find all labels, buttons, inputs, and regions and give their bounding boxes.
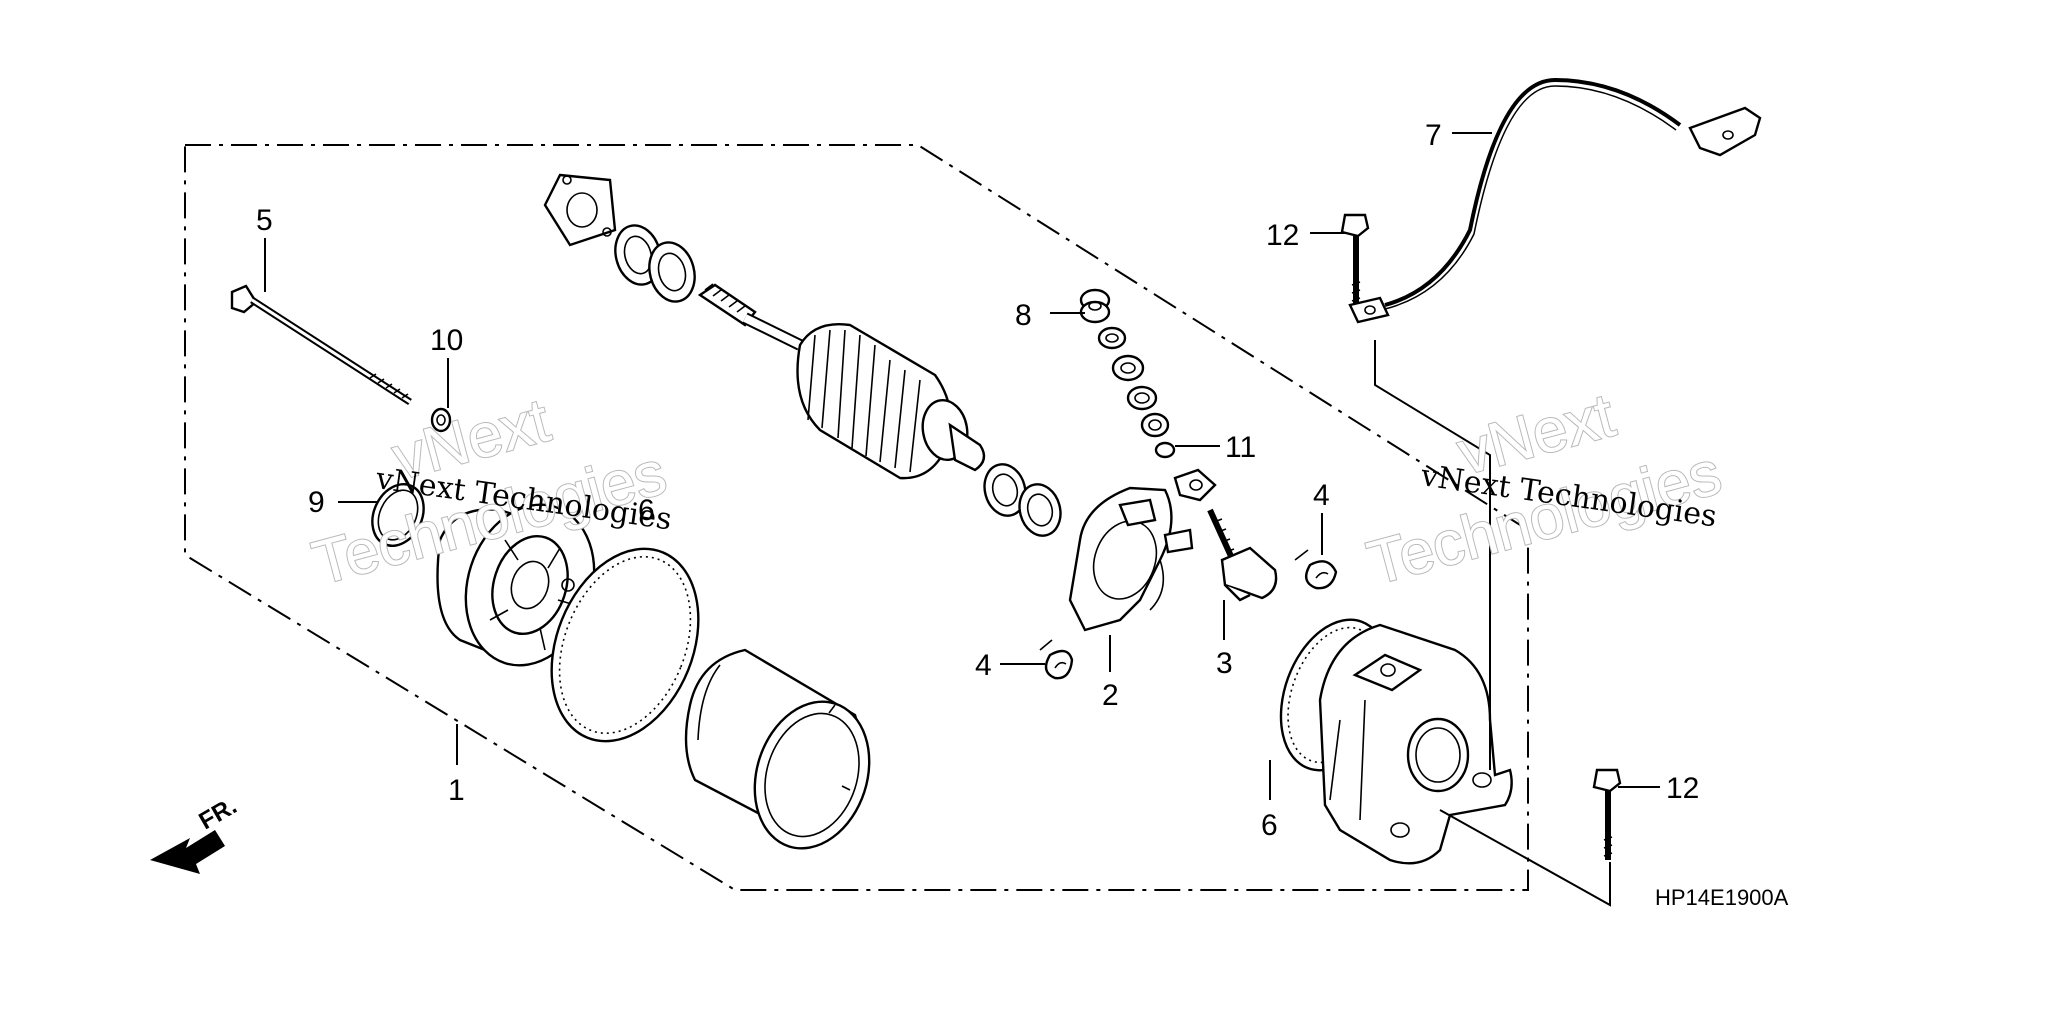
callout-11: 11 bbox=[1225, 431, 1256, 464]
part-9-o-ring[interactable] bbox=[363, 476, 434, 554]
armature-washers-top[interactable] bbox=[609, 220, 701, 306]
leader-lines bbox=[264, 132, 1660, 907]
part-8-washer-stack[interactable] bbox=[1079, 288, 1170, 438]
callout-10: 10 bbox=[430, 324, 463, 357]
callout-12-lower: 12 bbox=[1666, 772, 1699, 805]
part-4-spring-upper[interactable] bbox=[1294, 549, 1338, 590]
callout-5: 5 bbox=[256, 204, 273, 237]
callout-6-right: 6 bbox=[1261, 809, 1278, 842]
callout-2: 2 bbox=[1102, 679, 1119, 712]
watermark-right: vNext Technologies vNext Technologies bbox=[1360, 380, 1729, 600]
rear-cover-housing[interactable] bbox=[1318, 623, 1513, 865]
callout-3: 3 bbox=[1216, 647, 1233, 680]
motor-yoke[interactable] bbox=[684, 648, 887, 863]
part-1-front-cover[interactable] bbox=[436, 488, 615, 682]
front-direction-arrow: FR. bbox=[150, 792, 241, 874]
callout-7: 7 bbox=[1425, 119, 1442, 152]
part-7-starter-cable[interactable] bbox=[1348, 77, 1762, 324]
assembly-boundary bbox=[184, 144, 1529, 891]
armature-plate[interactable] bbox=[543, 173, 617, 247]
part-2-brush-holder[interactable] bbox=[1068, 486, 1194, 632]
part-6-gasket-left[interactable] bbox=[524, 527, 725, 763]
front-arrow-label: FR. bbox=[195, 792, 242, 835]
part-10-washer[interactable] bbox=[430, 407, 452, 433]
part-12-bolt-upper[interactable] bbox=[1340, 213, 1370, 305]
armature[interactable] bbox=[697, 283, 986, 480]
callout-4-lower: 4 bbox=[975, 649, 992, 682]
callout-9: 9 bbox=[308, 486, 325, 519]
callout-4-upper: 4 bbox=[1313, 479, 1330, 512]
callout-labels: 1 2 3 4 4 5 6 6 7 8 9 10 11 12 12 bbox=[256, 119, 1699, 842]
part-4-spring-lower[interactable] bbox=[1039, 639, 1074, 680]
callout-8: 8 bbox=[1015, 299, 1032, 332]
part-12-bolt-lower[interactable] bbox=[1592, 768, 1622, 860]
callout-12-upper: 12 bbox=[1266, 219, 1299, 252]
armature-washers-bottom[interactable] bbox=[979, 460, 1066, 541]
diagram-code: HP14E1900A bbox=[1655, 885, 1789, 910]
part-11-insulator-washer[interactable] bbox=[1154, 441, 1217, 502]
callout-1: 1 bbox=[448, 774, 465, 807]
part-5-through-bolt[interactable] bbox=[230, 284, 412, 405]
part-3-terminal-brush[interactable] bbox=[1207, 508, 1278, 602]
callout-6-left: 6 bbox=[638, 494, 655, 527]
